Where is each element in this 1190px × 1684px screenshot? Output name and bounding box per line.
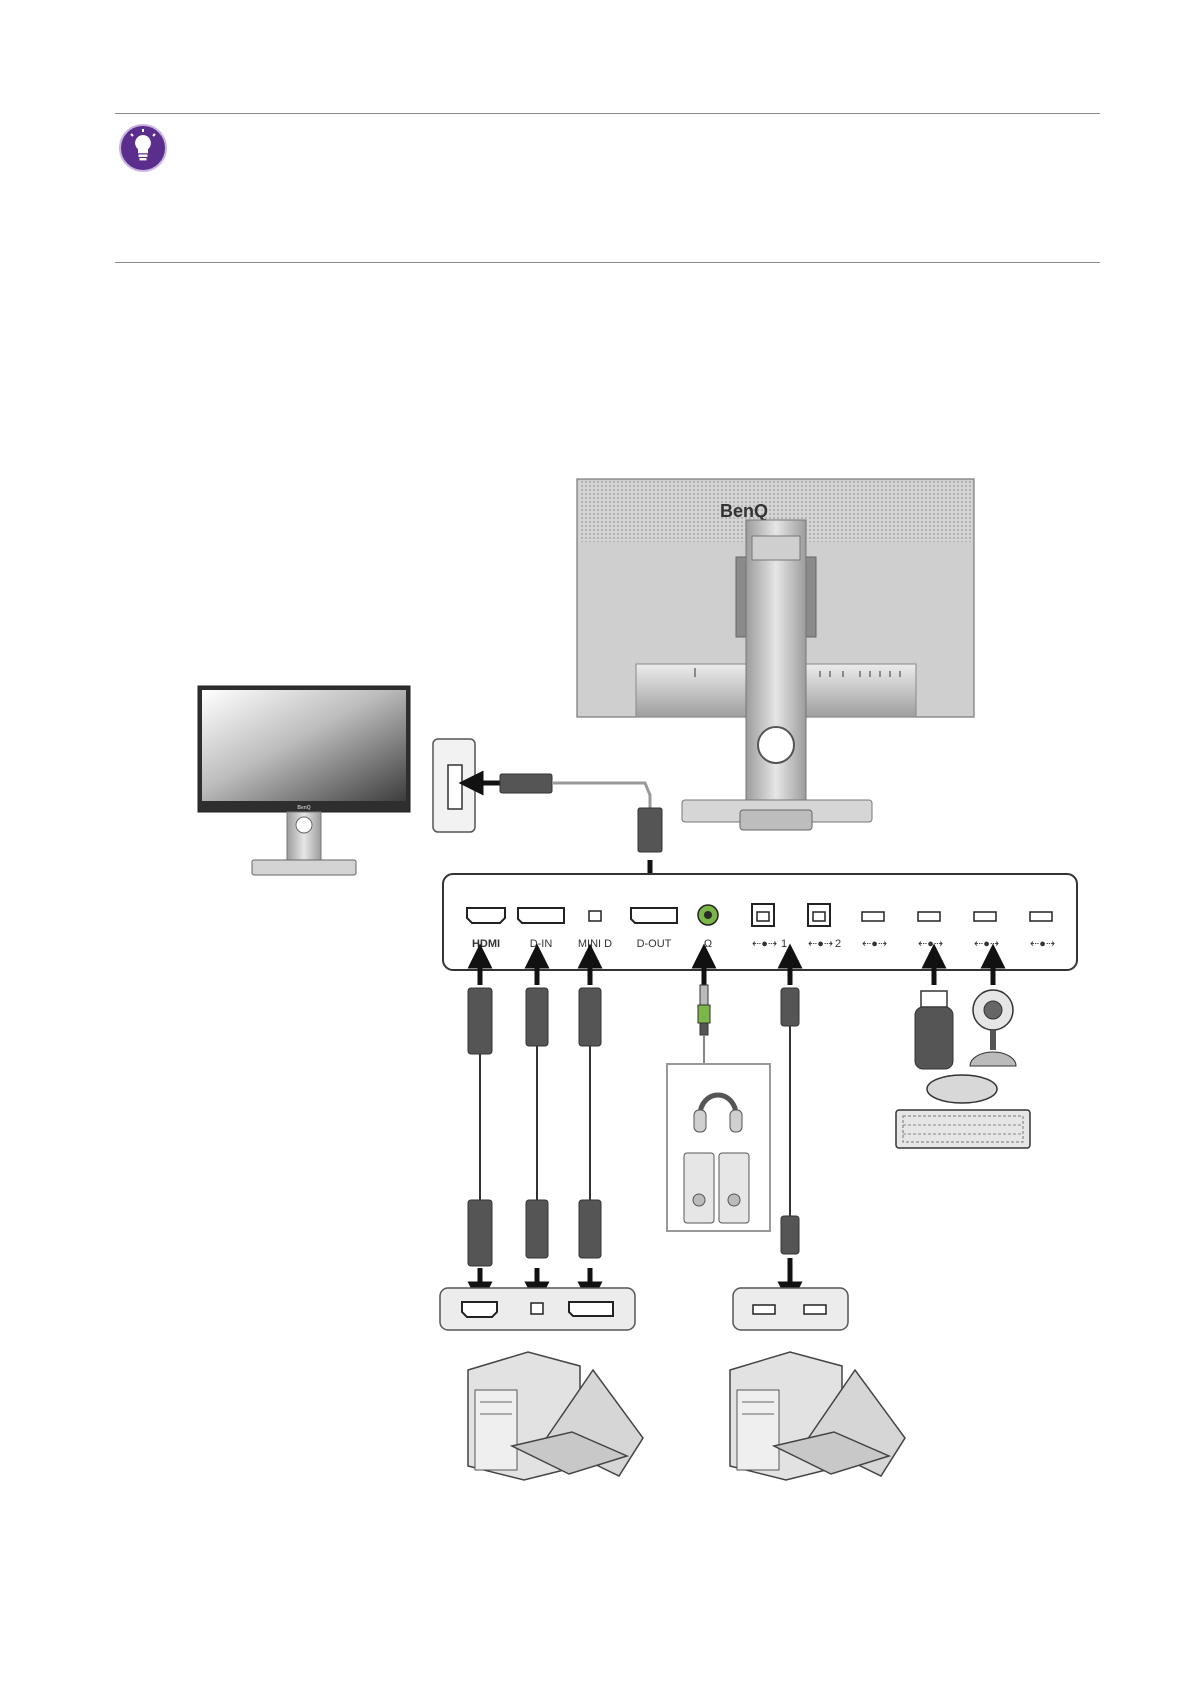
svg-text:⇠●⇢: ⇠●⇢	[1030, 938, 1055, 950]
rear-port-marks	[694, 668, 901, 677]
pc1-hdmi-port	[461, 1301, 498, 1318]
webcam-icon	[969, 989, 1017, 1067]
mouse-icon	[926, 1074, 998, 1104]
svg-text:⇠●⇢: ⇠●⇢	[862, 938, 887, 950]
bottom-divider	[115, 262, 1100, 263]
usb-up2-label: 2	[835, 938, 841, 950]
pc2-port-strip	[732, 1287, 849, 1331]
speakers-icon	[683, 1152, 750, 1224]
svg-text:⇠●⇢: ⇠●⇢	[752, 938, 777, 950]
dp-cable	[525, 987, 549, 1259]
audio-cable	[697, 984, 711, 1064]
stand-release-latch	[751, 535, 801, 561]
lightbulb-icon	[119, 124, 167, 172]
usb-upstream-cable	[780, 987, 800, 1255]
upward-arrows	[467, 943, 1006, 985]
rear-stand-foot	[739, 809, 813, 831]
port-panel: HDMI D-IN MINI D D-OUT Ω ⇠●⇢ 1 ⇠●⇢	[442, 873, 1078, 971]
mini-dp-label: MINI D	[578, 938, 612, 950]
usb-upstream-port-1: ⇠●⇢ 1	[751, 903, 787, 950]
headphones-icon	[693, 1092, 743, 1133]
pc1-dp-port	[568, 1301, 614, 1317]
second-monitor-stand-hole	[295, 816, 313, 834]
second-monitor-dp-port	[432, 738, 512, 833]
dp-out-label: D-OUT	[637, 938, 672, 950]
pc1-mini-dp-port	[530, 1302, 544, 1315]
computer-1-icon	[467, 1351, 644, 1481]
usb-down-port-3	[973, 911, 997, 922]
usb-down-port-2	[917, 911, 941, 922]
usb-up1-label: 1	[781, 938, 787, 950]
svg-text:⇠●⇢: ⇠●⇢	[808, 938, 833, 950]
usb-down-port-1	[861, 911, 885, 922]
second-monitor-stand	[286, 811, 322, 863]
mini-dp-cable	[578, 987, 602, 1259]
dp-in-label: D-IN	[530, 938, 553, 950]
front-brand-logo: BenQ	[297, 805, 310, 811]
pc1-port-strip	[439, 1287, 636, 1331]
pc2-usb-port-1	[752, 1304, 776, 1315]
pc2-usb-port-2	[803, 1304, 827, 1315]
usb-upstream-port-2: ⇠●⇢ 2	[807, 903, 841, 950]
usb-flash-drive-icon	[914, 990, 954, 1070]
usb-down-port-4	[1029, 911, 1053, 922]
hdmi-cable	[467, 987, 493, 1267]
second-monitor-screen	[202, 690, 406, 801]
keyboard-icon	[895, 1109, 1031, 1149]
dp-out-port: D-OUT	[630, 907, 678, 950]
computer-2-icon	[729, 1351, 906, 1481]
monitor-rear-view: BenQ	[576, 478, 975, 831]
svg-text:⇠●⇢: ⇠●⇢	[918, 938, 943, 950]
top-divider	[115, 113, 1100, 114]
svg-text:⇠●⇢: ⇠●⇢	[974, 938, 999, 950]
rear-stand-column	[745, 519, 807, 816]
daisy-chain-dp-cable	[499, 773, 663, 902]
headphone-label: Ω	[704, 938, 712, 950]
hdmi-label: HDMI	[472, 938, 500, 950]
cable-management-hole	[757, 726, 795, 764]
second-monitor-front: BenQ	[197, 685, 411, 876]
rear-brand-logo: BenQ	[720, 501, 768, 521]
second-monitor-base	[251, 859, 357, 876]
audio-devices	[666, 1063, 771, 1232]
